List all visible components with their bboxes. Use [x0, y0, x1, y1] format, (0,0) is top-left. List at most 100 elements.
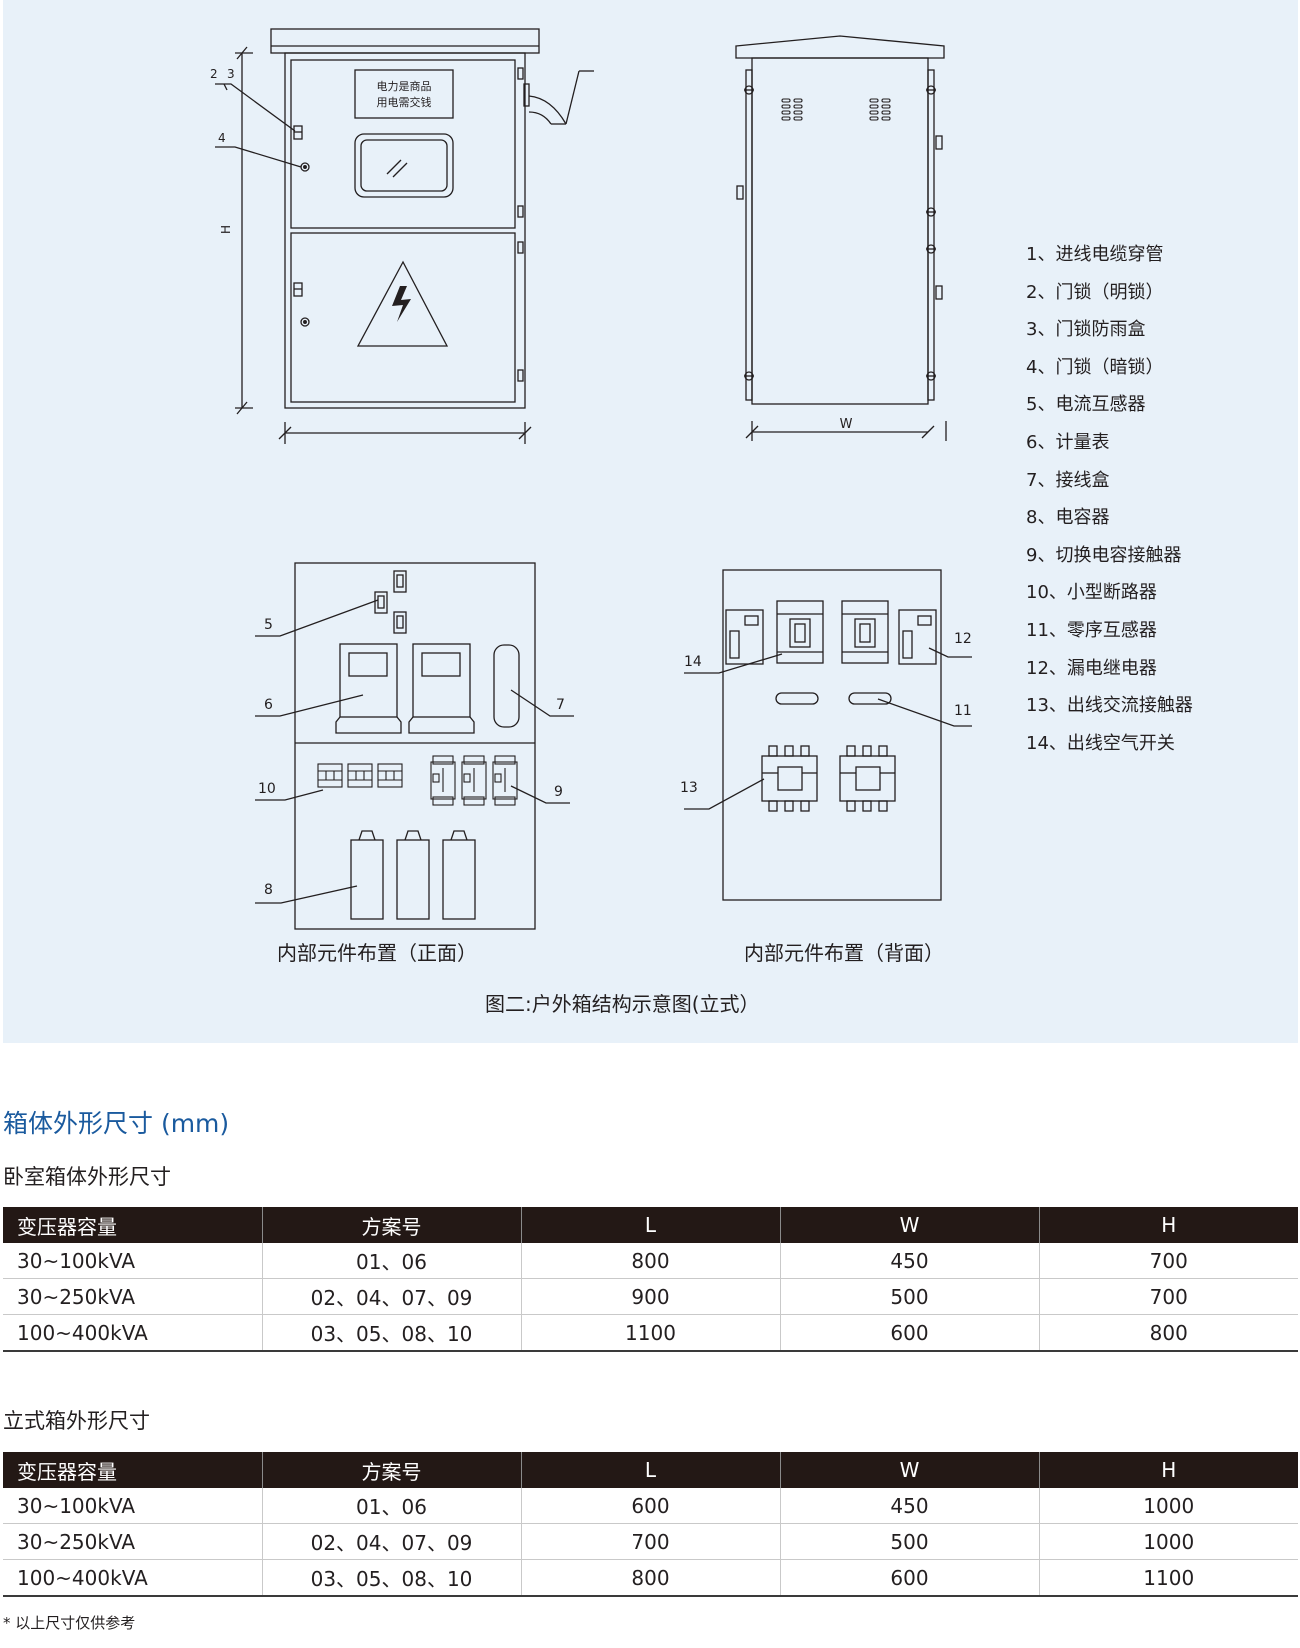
- cell: 03、05、08、10: [261, 1559, 521, 1597]
- legend-item: 12、漏电继电器: [1026, 657, 1157, 679]
- cell: 1100: [1038, 1559, 1298, 1597]
- outgoing-contactor-left: [761, 745, 818, 812]
- component-legend: 1、进线电缆穿管 2、门锁（明锁） 3、门锁防雨盒 4、门锁（暗锁） 5、电流互…: [1026, 241, 1193, 767]
- table-row: 100~400kVA 03、05、08、10 1100 600 800: [3, 1314, 1298, 1352]
- table-row: 30~100kVA 01、06 600 450 1000: [3, 1488, 1298, 1524]
- internal-layout-front: 5 6 7 10 9 8: [255, 562, 574, 930]
- callout-3: 3: [227, 67, 235, 81]
- table-2-title: 立式箱外形尺寸: [3, 1409, 150, 1433]
- callout-14: 14: [684, 654, 702, 670]
- vent-left: [781, 98, 803, 121]
- front-hinges: [517, 67, 524, 382]
- cell: 1000: [1038, 1523, 1298, 1560]
- cell: 700: [520, 1523, 780, 1560]
- cell: 1100: [520, 1314, 780, 1352]
- cell: 800: [1038, 1314, 1298, 1352]
- cell: 900: [520, 1278, 780, 1315]
- table-row: 30~100kVA 01、06 800 450 700: [3, 1243, 1298, 1279]
- outgoing-breaker-1: [776, 600, 824, 664]
- hidden-lock-bottom: [300, 317, 310, 327]
- table-row: 30~250kVA 02、04、07、09 700 500 1000: [3, 1523, 1298, 1560]
- legend-item: 2、门锁（明锁）: [1026, 281, 1164, 303]
- side-view: W: [735, 35, 947, 441]
- callout-13: 13: [680, 780, 698, 796]
- header-h: H: [1038, 1452, 1298, 1488]
- outgoing-contactor-right: [839, 745, 896, 812]
- legend-item: 9、切换电容接触器: [1026, 544, 1182, 566]
- dimensions-table-horizontal: 变压器容量 方案号 L W H 30~100kVA 01、06 800 450 …: [3, 1207, 1298, 1352]
- warning-plate: [354, 69, 454, 119]
- leakage-relay: [898, 609, 937, 665]
- table-row: 100~400kVA 03、05、08、10 800 600 1100: [3, 1559, 1298, 1597]
- cell: 30~100kVA: [3, 1488, 262, 1524]
- table-header-row: 变压器容量 方案号 L W H: [3, 1452, 1298, 1488]
- cell: 100~400kVA: [3, 1559, 262, 1597]
- front-roof: [270, 28, 540, 54]
- header-w: W: [779, 1207, 1039, 1243]
- footnote: * 以上尺寸仅供参考: [3, 1614, 136, 1632]
- cell: 1000: [1038, 1488, 1298, 1524]
- upper-door: [290, 59, 516, 229]
- cell: 03、05、08、10: [261, 1314, 521, 1352]
- meter-window: [354, 133, 454, 198]
- caption-internal-back: 内部元件布置（背面）: [744, 941, 944, 965]
- legend-item: 4、门锁（暗锁）: [1026, 356, 1164, 378]
- lower-door: [290, 232, 516, 403]
- vent-right: [869, 98, 891, 121]
- cable-conduit: [528, 95, 567, 125]
- cell: 30~250kVA: [3, 1523, 262, 1560]
- cable-conduit-flange: [523, 83, 530, 107]
- capacitor-contactors: [430, 755, 518, 806]
- callout-5: 5: [264, 617, 273, 633]
- callout-8: 8: [264, 882, 273, 898]
- cell: 02、04、07、09: [261, 1523, 521, 1560]
- cell: 30~100kVA: [3, 1243, 262, 1279]
- figure-caption: 图二:户外箱结构示意图(立式）: [485, 992, 760, 1016]
- lightning-warning-triangle: [356, 260, 449, 347]
- callout-6: 6: [264, 697, 273, 713]
- table-1-title: 卧室箱体外形尺寸: [3, 1165, 171, 1189]
- zero-sequence-ct-right: [848, 692, 892, 705]
- lightning-icon: [392, 286, 411, 322]
- internal-back-panel: [722, 569, 942, 901]
- table-header-row: 变压器容量 方案号 L W H: [3, 1207, 1298, 1243]
- outdoor-box-structure-diagram: 电力是商品 用电需交钱: [210, 28, 972, 930]
- cell: 600: [779, 1559, 1039, 1597]
- callout-10: 10: [258, 781, 276, 797]
- table-row: 30~250kVA 02、04、07、09 900 500 700: [3, 1278, 1298, 1315]
- header-scheme: 方案号: [261, 1452, 521, 1488]
- cell: 600: [520, 1488, 780, 1524]
- section-title: 箱体外形尺寸 (mm): [3, 1109, 230, 1138]
- internal-front-panel: [294, 562, 536, 930]
- callout-11: 11: [954, 703, 972, 719]
- cell: 500: [779, 1278, 1039, 1315]
- energy-meter-left: [335, 643, 402, 734]
- header-w: W: [779, 1452, 1039, 1488]
- header-l: L: [520, 1452, 780, 1488]
- callout-9: 9: [554, 784, 563, 800]
- legend-item: 14、出线空气开关: [1026, 732, 1175, 754]
- side-roof: [735, 35, 945, 59]
- warning-plate-line-2: 用电需交钱: [377, 95, 432, 109]
- warning-plate-line-1: 电力是商品: [377, 79, 432, 93]
- outgoing-air-switch-left: [725, 609, 764, 665]
- callout-7: 7: [556, 697, 565, 713]
- header-capacity: 变压器容量: [3, 1452, 262, 1488]
- legend-item: 7、接线盒: [1026, 469, 1110, 491]
- caption-internal-front: 内部元件布置（正面）: [277, 941, 477, 965]
- callout-4: 4: [218, 131, 226, 145]
- cell: 02、04、07、09: [261, 1278, 521, 1315]
- callout-12: 12: [954, 631, 972, 647]
- legend-item: 10、小型断路器: [1026, 582, 1157, 604]
- structure-diagram-panel: 电力是商品 用电需交钱: [3, 0, 1298, 1043]
- cell: 800: [520, 1243, 780, 1279]
- cell: 700: [1038, 1243, 1298, 1279]
- outgoing-breaker-2: [841, 600, 889, 664]
- legend-item: 13、出线交流接触器: [1026, 695, 1193, 717]
- cell: 30~250kVA: [3, 1278, 262, 1315]
- current-transformers: [374, 570, 407, 634]
- miniature-breakers: [317, 763, 403, 788]
- capacitors: [350, 830, 476, 920]
- legend-item: 5、电流互感器: [1026, 394, 1146, 416]
